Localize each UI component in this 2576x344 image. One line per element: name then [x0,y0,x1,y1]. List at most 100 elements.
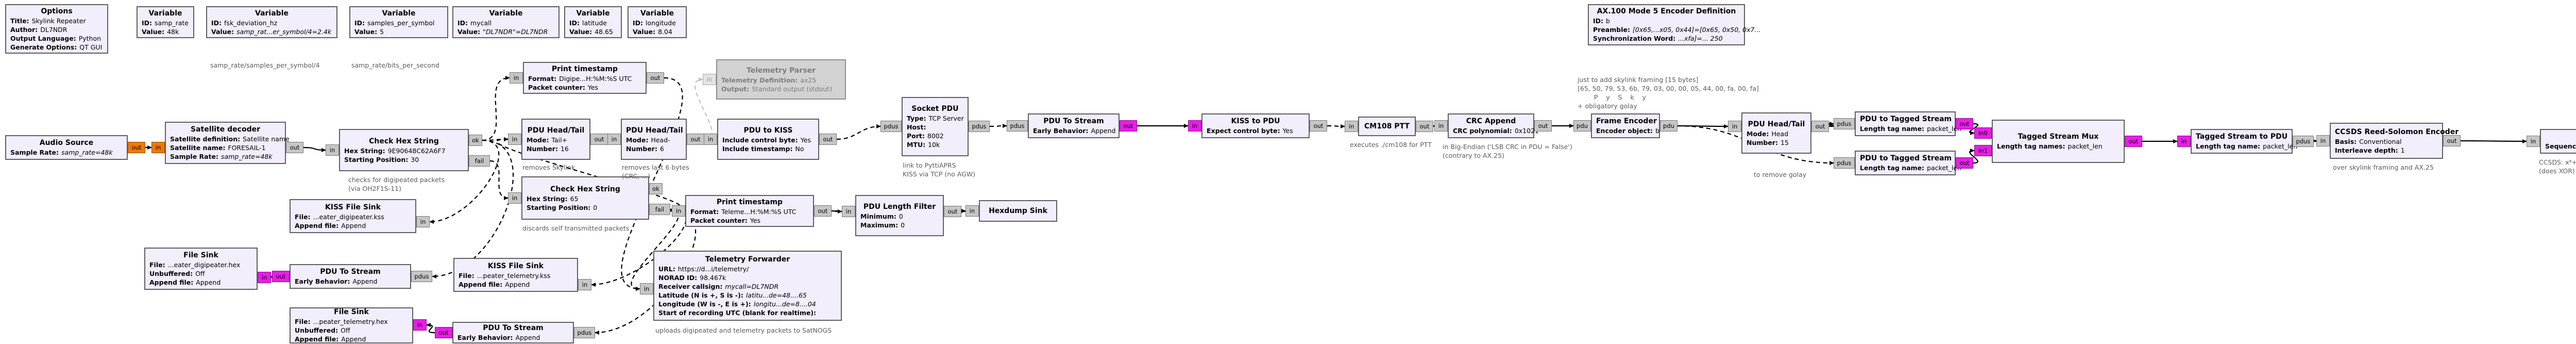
port-print_ts2-out[interactable]: out [814,205,832,217]
port-pdu_len_filter-out[interactable]: out [944,206,961,217]
port-check_hex2-ok[interactable]: ok [649,183,663,194]
block-cm108[interactable]: CM108 PTT [1358,117,1416,136]
port-kiss_fs2-in[interactable]: in [578,279,591,290]
port-pdu_to_kiss-in[interactable]: in [704,134,717,145]
port-pdu_ts_b2-out[interactable]: out [435,327,452,338]
port-print_ts1-out[interactable]: out [647,72,664,84]
port-check_hex1-fail[interactable]: fail [469,155,490,167]
port-file_sink1-in[interactable]: in [258,272,271,283]
port-pdu_tts2-out[interactable]: out [1956,157,1973,169]
port-telem_parser-in[interactable]: in [703,74,716,85]
port-ts_mux-in0[interactable]: in0 [1974,127,1992,139]
port-cm108-out[interactable]: out [1416,121,1433,132]
port-pdu_to_kiss-out[interactable]: out [819,134,837,145]
port-socket_pdu-pdus_out[interactable]: pdus [969,121,990,132]
port-pdu_to_stream_t-out[interactable]: out [1120,120,1137,132]
port-audio_source-out[interactable]: out [128,142,145,153]
port-print_ts1-in[interactable]: in [510,72,523,84]
port-frame_enc_b-pdu_in[interactable]: pdu [1573,120,1591,132]
port-pdu_scrambler-in[interactable]: in [2527,136,2540,147]
port-ts_mux-in1[interactable]: in1 [1974,145,1992,156]
port-pdu_ts_b2-pdus[interactable]: pdus [574,327,595,338]
port-ccsds_rs-in[interactable]: in [2316,135,2330,146]
port-ts_to_pdu-in[interactable]: in [2177,136,2191,147]
port-file_sink2-in[interactable]: in [413,319,427,331]
port-pdu_ts_b0-out[interactable]: out [272,271,290,282]
port-sat_decoder-in[interactable]: in [151,142,165,153]
port-pdu_ht1-out[interactable]: out [590,134,608,145]
port-pdu_tts1-pdus[interactable]: pdus [1834,118,1855,129]
port-pdu_ht3-in[interactable]: in [1728,121,1741,132]
port-socket_pdu-pdus_in[interactable]: pdus [880,121,902,132]
port-kiss_to_pdu-in[interactable]: in [1188,120,1201,132]
param-value: Off [195,270,205,277]
port-pdu_ht3-out[interactable]: out [1811,121,1829,132]
port-pdu_ht2-in[interactable]: in [607,134,621,145]
port-ts_mux-out[interactable]: out [2125,136,2142,147]
port-check_hex1-ok[interactable]: ok [469,135,482,146]
port-pdu_ht1-in[interactable]: in [508,134,521,145]
block-pdu_scrambler[interactable]: PDU ScramblerSequence:(0xff,...x58, 0xff… [2540,129,2576,154]
port-kiss_to_pdu-out[interactable]: out [1310,120,1327,132]
port-frame_enc_b-pdu_out[interactable]: pdu [1660,120,1677,132]
block-hexdump[interactable]: Hexdump Sink [979,200,1057,222]
port-ts_to_pdu-pdus[interactable]: pdus [2293,136,2314,147]
port-pdu_tts1-out[interactable]: out [1956,118,1973,129]
port-pdu_tts2-pdus[interactable]: pdus [1834,157,1855,169]
port-print_ts2-in[interactable]: in [672,205,685,217]
port-crc_append-in[interactable]: in [1434,120,1448,132]
port-pdu_len_filter-in[interactable]: in [842,206,855,217]
port-check_hex2-in[interactable]: in [508,192,521,204]
port-check_hex1-in[interactable]: in [326,144,339,156]
port-cm108-in[interactable]: in [1345,121,1358,132]
port-ccsds_rs-out[interactable]: out [2443,135,2461,146]
port-telem_fwd-in[interactable]: in [640,283,653,294]
port-pdu_to_stream_t-pdus[interactable]: pdus [1007,120,1028,132]
port-kiss_fs1-in[interactable]: in [416,216,430,227]
port-hexdump-in[interactable]: in [965,205,979,217]
port-sat_decoder-out[interactable]: out [286,142,303,153]
port-check_hex2-fail[interactable]: fail [649,204,670,215]
port-pdu_ts_b0-pdus[interactable]: pdus [411,271,432,282]
port-pdu_ht2-out[interactable]: out [687,134,704,145]
port-crc_append-out[interactable]: out [1534,120,1552,132]
